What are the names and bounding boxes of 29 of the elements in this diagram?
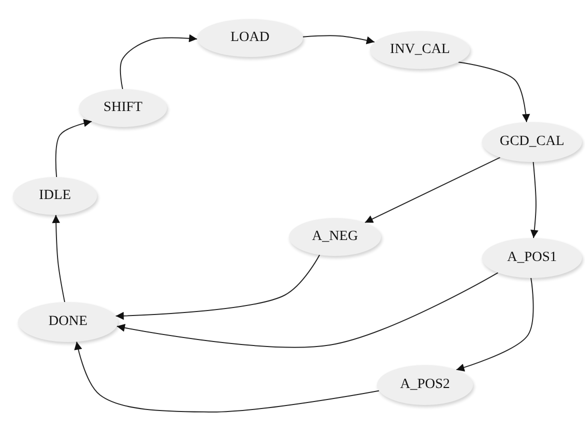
arrow bbox=[364, 156, 501, 224]
state-label: GCD_CAL bbox=[500, 134, 564, 150]
state-ellipse bbox=[377, 365, 473, 405]
state-ellipse bbox=[13, 177, 97, 215]
state-label: DONE bbox=[48, 314, 88, 330]
state-ellipse bbox=[482, 122, 582, 162]
state-ellipse bbox=[79, 89, 167, 127]
arrow bbox=[116, 272, 498, 348]
state-ellipse bbox=[197, 19, 303, 57]
arrow bbox=[458, 62, 530, 123]
arrow bbox=[115, 254, 320, 320]
arrow bbox=[120, 34, 198, 90]
state-ellipse bbox=[482, 238, 582, 278]
state-label: A_POS2 bbox=[400, 377, 450, 393]
arrow bbox=[456, 278, 534, 372]
state-label: INV_CAL bbox=[390, 42, 450, 58]
state-label: IDLE bbox=[39, 188, 71, 204]
state-label: LOAD bbox=[230, 30, 270, 46]
arrow bbox=[302, 35, 376, 44]
state-label: A_NEG bbox=[312, 229, 358, 245]
arrow bbox=[530, 162, 538, 238]
arrow bbox=[55, 119, 92, 178]
state-ellipse bbox=[370, 31, 470, 69]
arrow bbox=[74, 341, 380, 412]
state-ellipse bbox=[289, 218, 381, 256]
state-label: SHIFT bbox=[104, 100, 142, 116]
state-label: A_POS1 bbox=[507, 250, 557, 266]
arrow bbox=[52, 214, 66, 303]
state-ellipse bbox=[18, 302, 118, 342]
